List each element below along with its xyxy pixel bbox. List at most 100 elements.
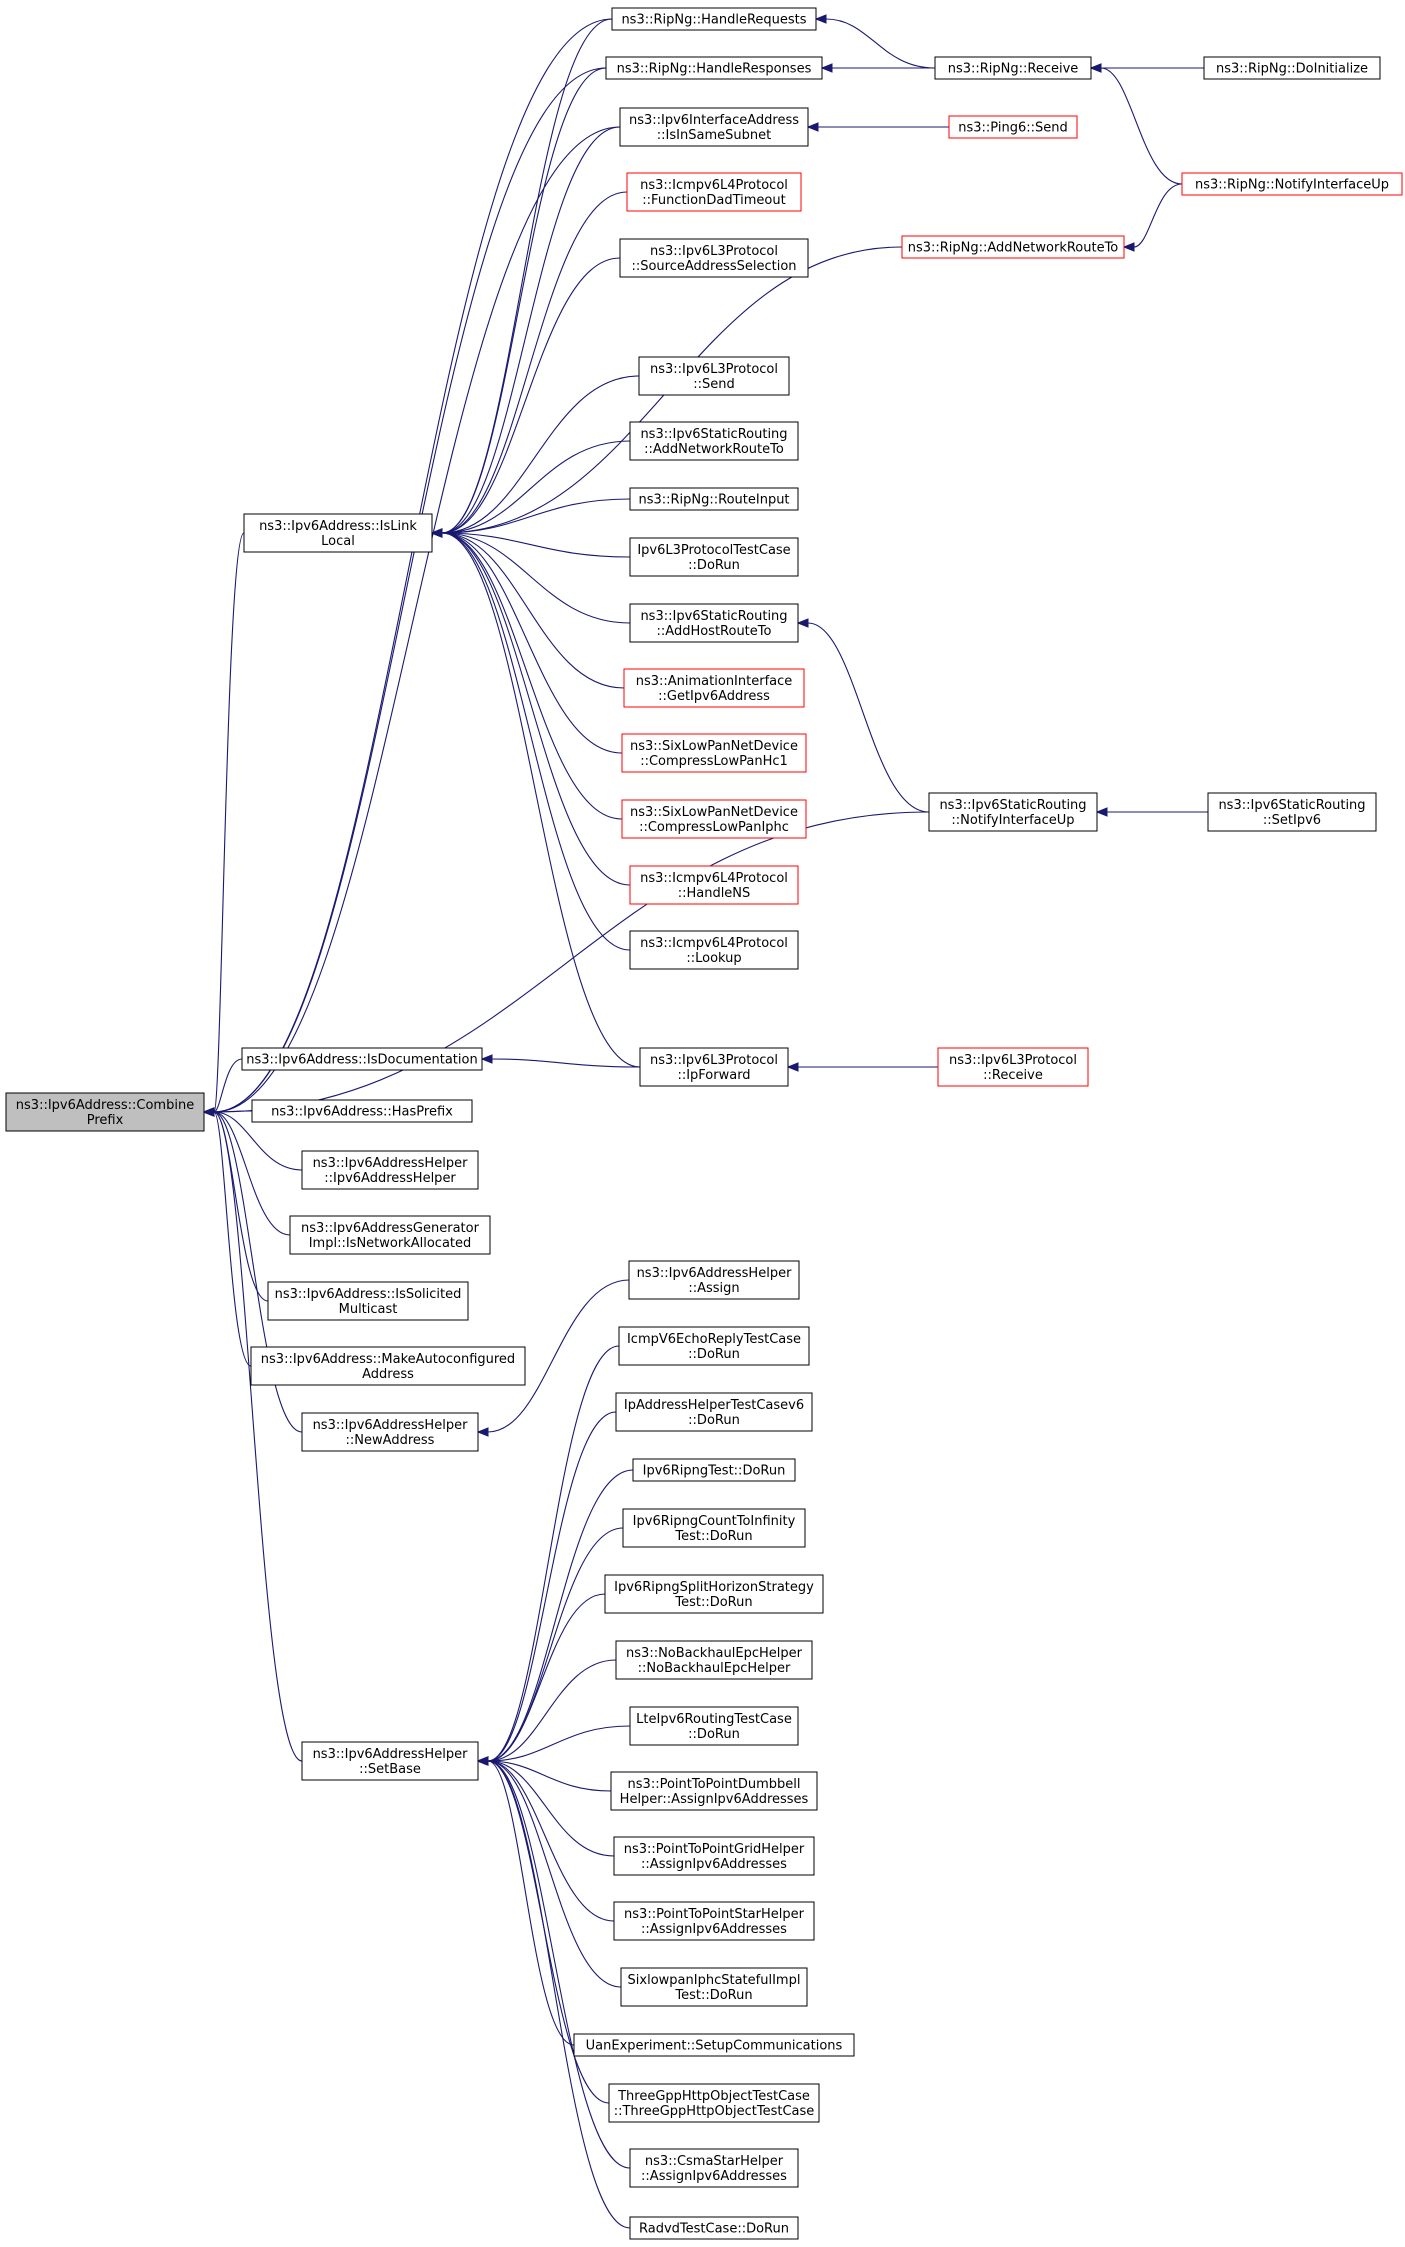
edge-lteipv6-to-setbase: [487, 1725, 631, 1762]
node-label: Test::DoRun: [674, 1529, 752, 1544]
node-assign[interactable]: ns3::Ipv6AddressHelper::Assign: [628, 1260, 800, 1300]
node-label: SixlowpanIphcStatefulImpl: [628, 1973, 801, 1988]
node-ripnotify[interactable]: ns3::RipNg::NotifyInterfaceUp: [1181, 172, 1403, 196]
edge-ripnotify-to-ripaddnet: [1133, 183, 1183, 248]
node-label: Impl::IsNetworkAllocated: [309, 1236, 472, 1251]
node-box: [605, 56, 823, 80]
edge-ripnotify-to-ripreceive: [1100, 67, 1183, 185]
node-label: ::Send: [693, 377, 735, 392]
node-ripaddnet[interactable]: ns3::RipNg::AddNetworkRouteTo: [901, 235, 1125, 259]
node-grid[interactable]: ns3::PointToPointGridHelper::AssignIpv6A…: [613, 1836, 815, 1876]
node-l3send[interactable]: ns3::Ipv6L3Protocol::Send: [638, 356, 790, 396]
edge-assign-to-newaddress: [487, 1279, 630, 1433]
arrowhead-assign-to-newaddress: [476, 1427, 489, 1437]
node-label: IpAddressHelperTestCasev6: [624, 1398, 804, 1413]
node-label: ::DoRun: [688, 1413, 740, 1428]
node-l3receive[interactable]: ns3::Ipv6L3Protocol::Receive: [937, 1047, 1089, 1087]
node-box: [5, 1092, 205, 1132]
node-box: [639, 1047, 789, 1087]
node-anim[interactable]: ns3::AnimationInterface::GetIpv6Address: [623, 668, 805, 708]
node-l3test[interactable]: Ipv6L3ProtocolTestCase::DoRun: [629, 537, 799, 577]
node-http[interactable]: ThreeGppHttpObjectTestCase::ThreeGppHttp…: [608, 2083, 820, 2123]
node-newaddress[interactable]: ns3::Ipv6AddressHelper::NewAddress: [301, 1412, 479, 1452]
node-gen_isnet[interactable]: ns3::Ipv6AddressGeneratorImpl::IsNetwork…: [289, 1215, 491, 1255]
arrowhead-setipv6-to-notifyup: [1095, 807, 1108, 817]
node-label: ::SetIpv6: [1263, 813, 1321, 828]
node-hasprefix[interactable]: ns3::Ipv6Address::HasPrefix: [251, 1099, 473, 1123]
node-hc1[interactable]: ns3::SixLowPanNetDevice::CompressLowPanH…: [621, 733, 807, 773]
node-isdoc[interactable]: ns3::Ipv6Address::IsDocumentation: [241, 1047, 483, 1071]
node-box: [573, 2033, 855, 2057]
node-box: [629, 421, 799, 461]
node-icmpecho[interactable]: IcmpV6EchoReplyTestCase::DoRun: [618, 1326, 810, 1366]
node-box: [619, 107, 809, 147]
node-label: ::IsInSameSubnet: [657, 128, 771, 143]
node-label: Ipv6RipngTest::DoRun: [643, 1464, 786, 1479]
node-setbase[interactable]: ns3::Ipv6AddressHelper::SetBase: [301, 1741, 479, 1781]
node-box: [622, 1508, 806, 1548]
node-ripreceive[interactable]: ns3::RipNg::Receive: [934, 56, 1092, 80]
node-label: ns3::Ipv6Address::Combine: [16, 1098, 194, 1113]
node-isinsamesubnet[interactable]: ns3::Ipv6InterfaceAddress::IsInSameSubne…: [619, 107, 809, 147]
node-ripinit[interactable]: ns3::RipNg::DoInitialize: [1203, 56, 1381, 80]
node-dumbbell[interactable]: ns3::PointToPointDumbbellHelper::AssignI…: [610, 1771, 818, 1811]
node-box: [301, 1150, 479, 1190]
node-addrhelper_ctor[interactable]: ns3::Ipv6AddressHelper::Ipv6AddressHelpe…: [301, 1150, 479, 1190]
node-uan[interactable]: UanExperiment::SetupCommunications: [573, 2033, 855, 2057]
node-lookup[interactable]: ns3::Icmpv6L4Protocol::Lookup: [629, 930, 799, 970]
node-notifyup[interactable]: ns3::Ipv6StaticRouting::NotifyInterfaceU…: [928, 792, 1098, 832]
node-setipv6[interactable]: ns3::Ipv6StaticRouting::SetIpv6: [1207, 792, 1377, 832]
edge-ripngtest-to-setbase: [487, 1469, 634, 1762]
edge-iphc-to-islinklocal: [441, 532, 623, 820]
node-label: IcmpV6EchoReplyTestCase: [627, 1332, 801, 1347]
node-box: [1181, 172, 1403, 196]
node-static_addnet[interactable]: ns3::Ipv6StaticRouting::AddNetworkRouteT…: [629, 421, 799, 461]
node-box: [241, 1047, 483, 1071]
edge-notifyup-to-addhost: [807, 622, 930, 813]
edge-srcaddrsel-to-islinklocal: [441, 257, 621, 534]
node-handlens[interactable]: ns3::Icmpv6L4Protocol::HandleNS: [629, 865, 799, 905]
node-handleresponses[interactable]: ns3::RipNg::HandleResponses: [605, 56, 823, 80]
node-label: RadvdTestCase::DoRun: [639, 2222, 789, 2237]
node-label: ns3::SixLowPanNetDevice: [630, 739, 798, 754]
node-addhost[interactable]: ns3::Ipv6StaticRouting::AddHostRouteTo: [629, 603, 799, 643]
node-box: [301, 1412, 479, 1452]
node-srcaddrsel[interactable]: ns3::Ipv6L3Protocol::SourceAddressSelect…: [619, 238, 809, 278]
node-iphc[interactable]: ns3::SixLowPanNetDevice::CompressLowPanI…: [621, 799, 807, 839]
node-ping6[interactable]: ns3::Ping6::Send: [948, 115, 1078, 139]
node-label: ns3::Ipv6L3Protocol: [949, 1053, 1077, 1068]
node-box: [618, 1326, 810, 1366]
node-box: [604, 1574, 824, 1614]
node-star[interactable]: ns3::PointToPointStarHelper::AssignIpv6A…: [613, 1901, 815, 1941]
node-label: ::Lookup: [686, 951, 741, 966]
node-box: [638, 356, 790, 396]
node-nobackhaul[interactable]: ns3::NoBackhaulEpcHelper::NoBackhaulEpcH…: [615, 1640, 813, 1680]
node-csmastar[interactable]: ns3::CsmaStarHelper::AssignIpv6Addresses: [629, 2148, 799, 2188]
node-ipforward[interactable]: ns3::Ipv6L3Protocol::IpForward: [639, 1047, 789, 1087]
node-box: [619, 238, 809, 278]
node-handlerequests[interactable]: ns3::RipNg::HandleRequests: [611, 7, 817, 31]
node-ripngtest[interactable]: Ipv6RipngTest::DoRun: [632, 1458, 796, 1482]
edge-static_addnet-to-islinklocal: [441, 440, 631, 534]
node-label: ::DoRun: [688, 1727, 740, 1742]
node-iphelpertest[interactable]: IpAddressHelperTestCasev6::DoRun: [615, 1392, 813, 1432]
edge-ipforward-to-islinklocal: [441, 532, 641, 1068]
node-label: ns3::Icmpv6L4Protocol: [640, 936, 788, 951]
node-radvd[interactable]: RadvdTestCase::DoRun: [629, 2216, 799, 2240]
node-routeinput[interactable]: ns3::RipNg::RouteInput: [629, 487, 799, 511]
node-label: ns3::RipNg::DoInitialize: [1216, 62, 1368, 77]
node-label: ::AssignIpv6Addresses: [641, 1857, 787, 1872]
node-label: ::HandleNS: [678, 886, 751, 901]
node-label: ns3::Ipv6Address::IsSolicited: [275, 1287, 462, 1302]
node-makeauto[interactable]: ns3::Ipv6Address::MakeAutoconfiguredAddr…: [250, 1346, 526, 1386]
node-funcdad[interactable]: ns3::Icmpv6L4Protocol::FunctionDadTimeou…: [626, 172, 802, 212]
edge-l3test-to-islinklocal: [441, 532, 631, 558]
node-label: ::AssignIpv6Addresses: [641, 2169, 787, 2184]
node-lteipv6[interactable]: LteIpv6RoutingTestCase::DoRun: [629, 1706, 799, 1746]
